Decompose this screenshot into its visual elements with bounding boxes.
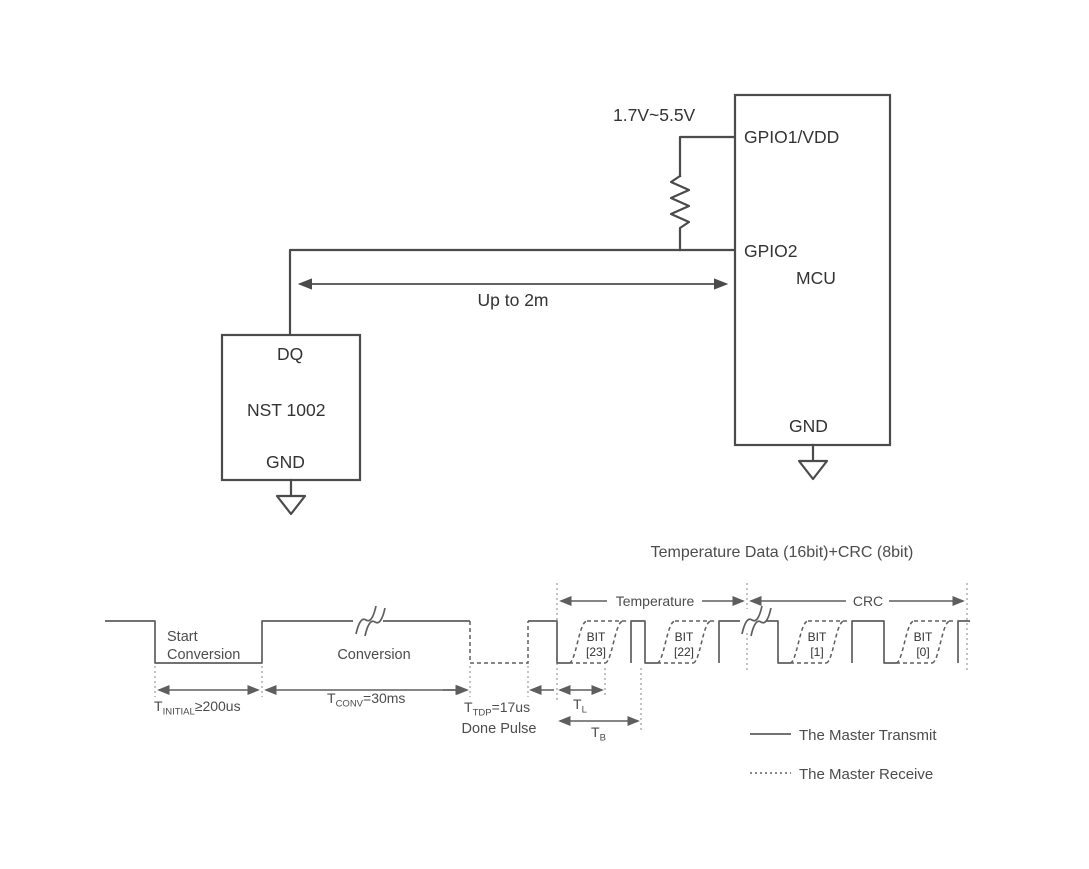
mcu-pin-gpio2-label: GPIO2 bbox=[744, 241, 798, 261]
bit23-label-line2: [23] bbox=[586, 645, 606, 659]
mcu-pin-gnd-label: GND bbox=[789, 416, 828, 436]
temperature-section-label: Temperature bbox=[616, 593, 695, 609]
crc-section-label: CRC bbox=[853, 593, 883, 609]
waveform-done-pulse bbox=[469, 621, 529, 664]
legend-transmit-label: The Master Transmit bbox=[799, 727, 937, 744]
circuit-diagram: GPIO1/VDD GPIO2 MCU GND DQ NST 1002 GND … bbox=[220, 93, 892, 516]
sensor-ground-icon bbox=[275, 478, 307, 516]
sensor-box bbox=[220, 333, 362, 482]
t-l-label: TL bbox=[573, 696, 587, 716]
bit23-label-line1: BIT bbox=[587, 630, 606, 644]
timing-title: Temperature Data (16bit)+CRC (8bit) bbox=[651, 544, 914, 561]
t-conv-label: TCONV=30ms bbox=[327, 690, 405, 710]
guide-lines bbox=[154, 583, 968, 730]
supply-wire bbox=[678, 135, 737, 178]
pullup-resistor bbox=[669, 174, 691, 252]
start-conversion-label-line2: Conversion bbox=[167, 647, 240, 663]
sensor-label: NST 1002 bbox=[247, 400, 325, 420]
legend-receive-label: The Master Receive bbox=[799, 766, 933, 783]
t-b-label: TB bbox=[591, 724, 606, 744]
supply-voltage-label: 1.7V~5.5V bbox=[613, 105, 696, 125]
sensor-pin-gnd-label: GND bbox=[266, 452, 305, 472]
bit1-label-line2: [1] bbox=[810, 645, 823, 659]
bit1-label-line1: BIT bbox=[808, 630, 827, 644]
bit0-label-line1: BIT bbox=[914, 630, 933, 644]
bit22-label-line1: BIT bbox=[675, 630, 694, 644]
bit0-label-line2: [0] bbox=[916, 645, 929, 659]
legend: The Master Transmit The Master Receive bbox=[750, 727, 937, 783]
t-initial-label: TINITIAL≥200us bbox=[154, 698, 241, 718]
mcu-label: MCU bbox=[796, 268, 836, 288]
bit22-label-line2: [22] bbox=[674, 645, 694, 659]
mcu-pin-gpio1-vdd-label: GPIO1/VDD bbox=[744, 127, 839, 147]
waveform-master-transmit bbox=[105, 620, 970, 664]
done-pulse-label: Done Pulse bbox=[462, 721, 537, 737]
conversion-label: Conversion bbox=[337, 647, 410, 663]
cable-length-label: Up to 2m bbox=[478, 290, 549, 310]
mcu-ground-icon bbox=[797, 443, 829, 481]
bit-labels: BIT [23] BIT [22] BIT [1] BIT [0] bbox=[586, 630, 933, 659]
t-tdp-label: TTDP=17us bbox=[464, 699, 530, 719]
break-symbol-bits bbox=[740, 605, 772, 637]
sensor-pin-dq-label: DQ bbox=[277, 344, 303, 364]
data-wire bbox=[288, 248, 737, 337]
timing-diagram: Temperature Data (16bit)+CRC (8bit) BIT … bbox=[105, 544, 970, 783]
start-conversion-label-line1: Start bbox=[167, 629, 198, 645]
break-symbol-conversion bbox=[353, 605, 386, 637]
